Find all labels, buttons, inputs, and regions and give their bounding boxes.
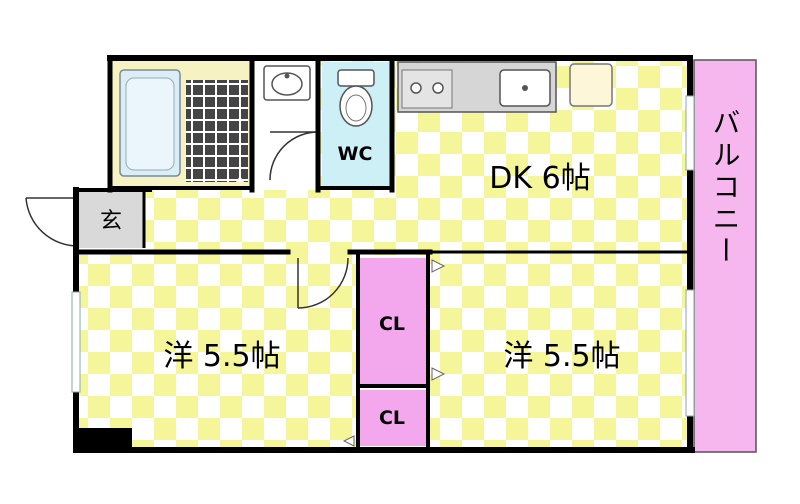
window-right-lower (685, 289, 695, 417)
tub-inner (125, 77, 175, 171)
closet-door-mark-3 (342, 435, 355, 447)
basin-bowl (271, 72, 303, 96)
balcony (693, 59, 757, 453)
entrance-label: 玄 (100, 209, 122, 234)
fridge-space (569, 63, 613, 107)
drain-mark (236, 176, 244, 182)
western-right-label: 洋 5.5帖 (503, 339, 620, 374)
entrance-door-swing (25, 197, 79, 247)
toilet-tank (337, 69, 375, 87)
burner-left (410, 82, 422, 94)
stove (401, 69, 453, 109)
closet-lower (360, 390, 426, 446)
closet-door-mark-2 (431, 367, 446, 381)
closet-upper (360, 258, 426, 384)
shower-tile-area (186, 80, 248, 182)
pillar (78, 428, 132, 450)
sink-drain (522, 85, 528, 91)
dk-label: DK 6帖 (489, 161, 590, 196)
toilet-label: WC (338, 143, 373, 165)
entrance (78, 190, 144, 248)
balcony-label: バルコニー (709, 108, 742, 268)
western-left-label: 洋 5.5帖 (163, 339, 280, 374)
toilet-seat (345, 94, 367, 122)
window-left (71, 291, 81, 393)
window-right-upper (685, 95, 695, 171)
western-left-door-swing (297, 257, 349, 309)
closet-lower-label: CL (379, 407, 405, 429)
western-right-floor (428, 255, 690, 447)
closet-upper-label: CL (379, 313, 405, 335)
faucet (284, 73, 290, 79)
washroom-door-swing (269, 131, 319, 181)
burner-right (432, 82, 444, 94)
closet-door-mark-1 (431, 259, 446, 273)
western-left-floor (78, 255, 360, 447)
